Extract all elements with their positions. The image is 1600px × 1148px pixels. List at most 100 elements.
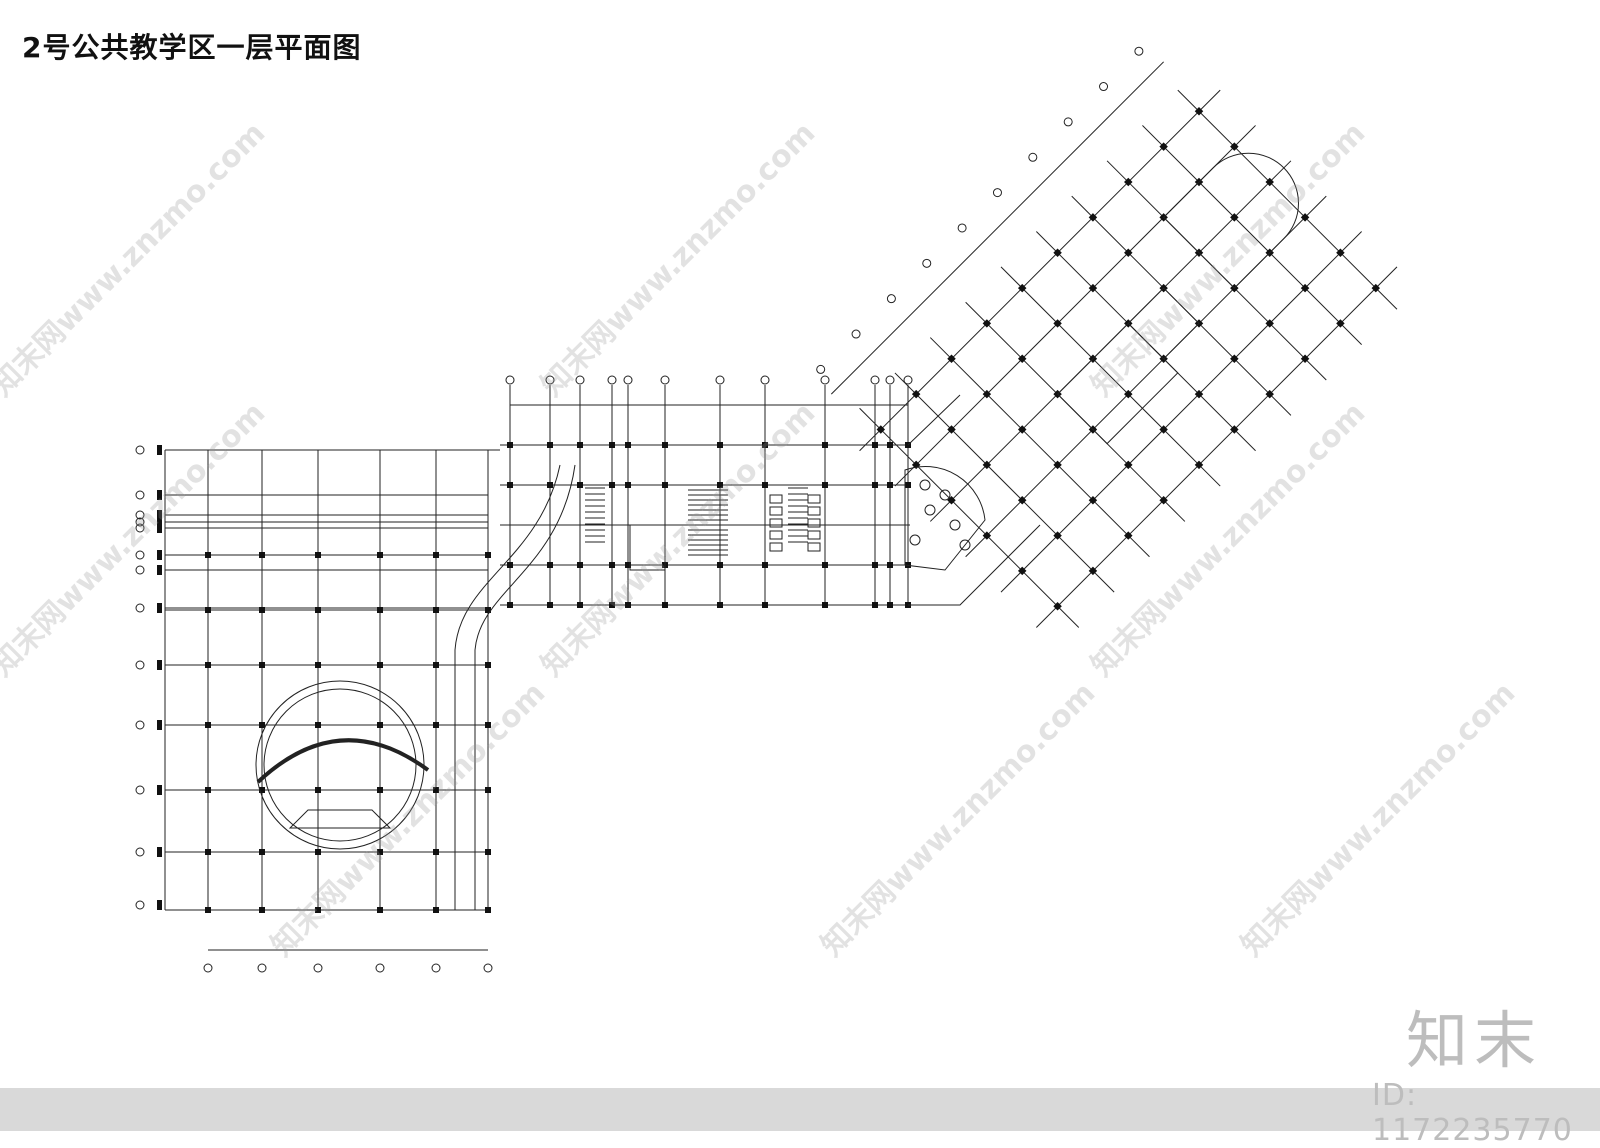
axis-bubble	[135, 517, 145, 527]
column	[822, 442, 828, 448]
axis-bubble	[375, 963, 385, 973]
semicircular-hall	[1162, 152, 1299, 289]
column	[1265, 319, 1274, 328]
toilet-fixture	[807, 530, 821, 540]
column	[1194, 107, 1204, 116]
column	[485, 607, 491, 613]
column	[717, 602, 723, 608]
column	[762, 562, 768, 568]
room-outline	[1127, 287, 1200, 360]
cafe-table	[924, 504, 936, 516]
axis-bubble	[575, 375, 585, 385]
column	[577, 482, 583, 488]
column	[259, 907, 265, 913]
grid-line	[859, 407, 1080, 628]
room-outline	[629, 524, 666, 571]
column	[315, 607, 321, 613]
column	[433, 907, 439, 913]
column	[315, 787, 321, 793]
column	[887, 442, 893, 448]
column	[1336, 319, 1345, 328]
toilet-fixture	[807, 518, 821, 528]
column	[315, 662, 321, 668]
column	[259, 849, 265, 855]
dimension-line	[830, 61, 1164, 395]
axis-bubble	[660, 375, 670, 385]
column	[1265, 389, 1274, 399]
axis-bubble	[623, 375, 633, 385]
column	[577, 442, 583, 448]
axis-bubble	[607, 375, 617, 385]
column	[377, 662, 383, 668]
column	[625, 442, 631, 448]
grid-line	[1000, 231, 1362, 593]
column	[377, 849, 383, 855]
toilet-fixture	[807, 542, 821, 552]
curved-walkway	[454, 464, 561, 910]
column	[662, 602, 668, 608]
column	[762, 442, 768, 448]
column	[577, 602, 583, 608]
column	[872, 442, 878, 448]
axis-bubble	[885, 375, 895, 385]
column	[662, 482, 668, 488]
axis-bubble	[715, 375, 725, 385]
axis-bubble	[957, 223, 967, 233]
column	[887, 562, 893, 568]
column	[507, 562, 513, 568]
column	[433, 662, 439, 668]
dimension-tick	[157, 445, 162, 455]
dimension-tick	[157, 660, 162, 670]
axis-bubble	[505, 375, 515, 385]
drawing-title: 2号公共教学区一层平面图	[22, 31, 362, 64]
axis-bubble	[851, 329, 861, 339]
column	[625, 482, 631, 488]
lecture-hall-block	[135, 445, 576, 973]
column	[259, 607, 265, 613]
axis-bubble	[545, 375, 555, 385]
column	[205, 722, 211, 728]
column	[485, 552, 491, 558]
column	[1300, 283, 1310, 293]
connector-wall	[907, 394, 1041, 606]
dimension-tick	[157, 517, 162, 527]
cafe-table	[959, 539, 971, 551]
column	[315, 849, 321, 855]
column	[507, 442, 513, 448]
column	[205, 907, 211, 913]
column	[259, 662, 265, 668]
column	[1194, 389, 1204, 399]
column	[1265, 177, 1274, 187]
axis-bubble	[135, 900, 145, 910]
axis-bubble	[135, 445, 145, 455]
column	[315, 552, 321, 558]
column	[1300, 213, 1310, 222]
column	[485, 849, 491, 855]
hall-inner-wall	[263, 688, 417, 842]
grid-line	[859, 89, 1221, 452]
axis-bubble	[483, 963, 493, 973]
axis-bubble	[903, 375, 913, 385]
column	[547, 602, 553, 608]
column	[507, 482, 513, 488]
column	[876, 425, 886, 434]
dimension-tick	[157, 523, 162, 533]
column	[259, 552, 265, 558]
column	[577, 562, 583, 568]
column	[609, 562, 615, 568]
toilet-fixture	[807, 506, 821, 516]
column	[433, 552, 439, 558]
toilet-fixture	[769, 494, 783, 504]
stage-arc	[256, 738, 430, 784]
column	[717, 562, 723, 568]
axis-bubble	[1063, 117, 1073, 127]
column	[762, 602, 768, 608]
column	[872, 482, 878, 488]
axis-bubble	[135, 550, 145, 560]
column	[485, 907, 491, 913]
column	[609, 482, 615, 488]
axis-bubble	[816, 364, 826, 374]
axis-bubble	[135, 490, 145, 500]
axis-bubble	[1134, 46, 1144, 56]
